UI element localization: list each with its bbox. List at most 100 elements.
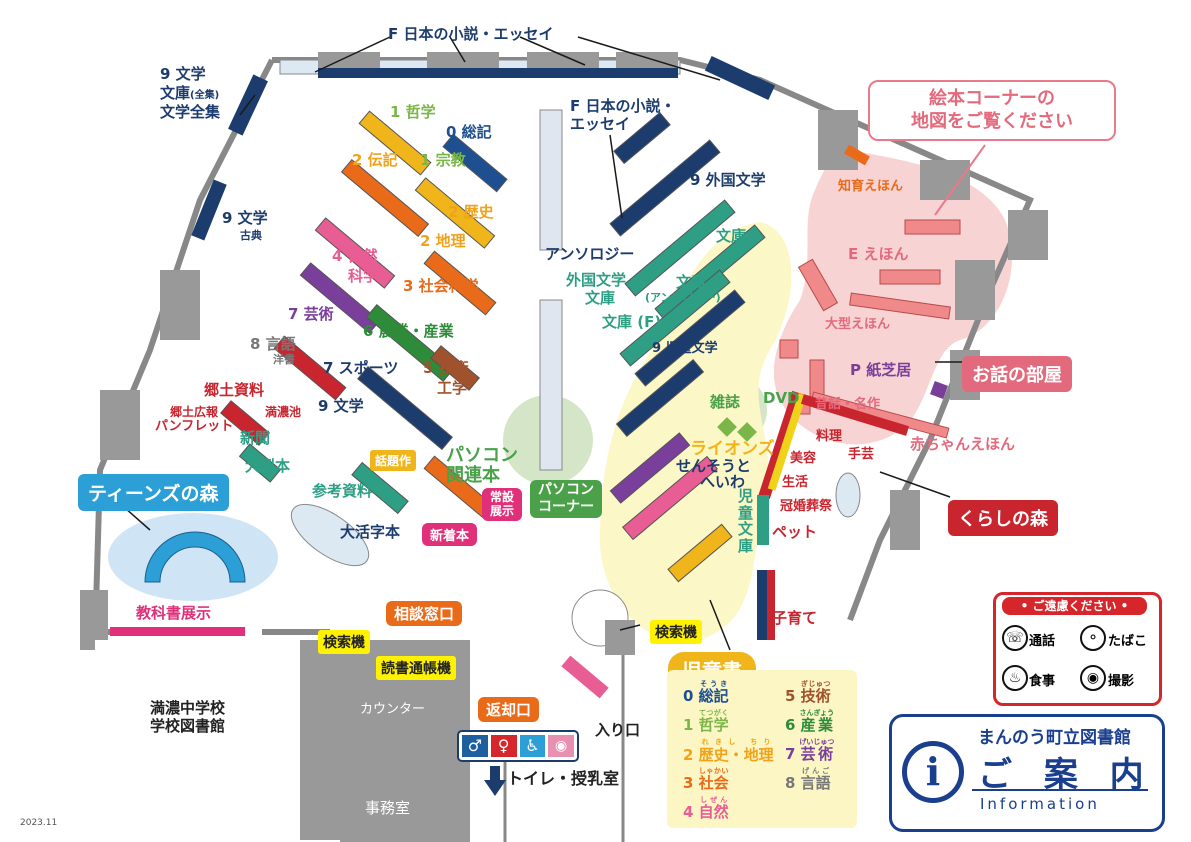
- sofa: [835, 472, 861, 518]
- info-box: i まんのう町立図書館 ご 案 内 Information: [889, 714, 1165, 832]
- passbook-machine[interactable]: 読書通帳機: [376, 656, 456, 680]
- story-room-tag[interactable]: お話の部屋: [962, 356, 1072, 392]
- return-badge[interactable]: 返却口: [478, 697, 540, 722]
- kurashi-wall: [800, 394, 910, 436]
- handicraft-label: 手芸: [848, 447, 875, 462]
- pillar: [160, 270, 200, 340]
- reference-label: 参考資料: [312, 482, 373, 500]
- cat2c-label: 2 地理: [420, 232, 466, 250]
- large-print-label: 大活字本: [340, 523, 401, 541]
- permanent-text-2: 展示: [490, 504, 515, 519]
- legend-item: 4 自然しぜん: [683, 796, 729, 822]
- legend-num: 3: [683, 774, 699, 792]
- pillar: [920, 160, 970, 200]
- legend-label: 社会しゃかい: [698, 767, 729, 792]
- life-label: 生活: [782, 475, 809, 490]
- legend-item: 2 歴史・地理れきし ちり: [683, 738, 774, 765]
- legend-item: 8 言語げんご: [785, 767, 831, 793]
- legend-label: 哲学てつがく: [698, 709, 729, 734]
- magazine-stand: [717, 417, 737, 437]
- kamishibai-stand: [930, 381, 948, 399]
- magazines-label: 雑誌: [710, 393, 741, 411]
- textbook-display: [110, 627, 245, 636]
- pillar: [955, 260, 995, 320]
- legend-num: 2: [683, 746, 699, 764]
- lit-bunko-label: 文庫(全集): [160, 84, 219, 102]
- toilet-label: トイレ・授乳室: [507, 769, 620, 788]
- outer-wall-left: [92, 58, 275, 641]
- war-peace-label: せんそうと: [676, 457, 752, 475]
- shelf-fiction-corner: [704, 55, 776, 101]
- cat5a-label: 5 技術: [423, 359, 469, 377]
- legend-label: 技術ぎじゅつ: [800, 680, 831, 705]
- anthology-label: アンソロジー: [545, 245, 635, 263]
- kurashi-tag[interactable]: くらしの森: [948, 500, 1058, 536]
- legend-ruby: さんぎょう: [799, 709, 835, 717]
- pillar: [890, 490, 920, 550]
- smoking-icon: ⚬: [1080, 625, 1106, 651]
- shelf-center: [539, 109, 563, 251]
- legend-num: 7: [785, 745, 801, 763]
- childcare-label: 子育て: [772, 609, 818, 627]
- childcare-shelf-red: [767, 570, 775, 640]
- shelf-lit-classics: [191, 179, 227, 241]
- pc-corner-badge: パソコンコーナー: [530, 480, 602, 518]
- legend-num: 8: [785, 774, 801, 792]
- date-label: 2023.11: [20, 818, 58, 828]
- cat2b-label: 2 歴史: [448, 203, 494, 221]
- bunko-anthology-sub: (アンソロジー): [645, 291, 721, 304]
- school-label: 満濃中学校: [150, 699, 226, 717]
- ceremony-label: 冠婚葬祭: [780, 499, 833, 514]
- picture-e-label: E えほん: [848, 245, 909, 263]
- cooking-label: 料理: [816, 429, 843, 444]
- down-arrow-icon: [484, 780, 506, 796]
- cat2a-label: 2 伝記: [352, 151, 398, 169]
- search-machine-2[interactable]: 検索機: [650, 620, 702, 644]
- lit-9-label: 9 文学: [160, 65, 206, 83]
- legend-num: 0: [683, 687, 699, 705]
- foreign-9-label: 9 外国文学: [690, 171, 766, 189]
- consult-badge[interactable]: 相談窓口: [386, 601, 463, 626]
- search-machine-1[interactable]: 検索機: [318, 630, 370, 654]
- dvd-label: DVD: [763, 389, 800, 407]
- bunko-anthology-label: 文庫: [676, 273, 707, 291]
- manners-title: • ご遠慮ください •: [1002, 597, 1147, 615]
- legend-item: 5 技術ぎじゅつ: [785, 680, 831, 706]
- lit-classics-label: 9 文学: [222, 209, 268, 227]
- kurashi-shelf-yellow: [767, 393, 807, 491]
- kids-bunko-label: 児童文庫: [738, 487, 754, 555]
- legend-ruby: てつがく: [698, 709, 729, 717]
- manners-item-smoke: たばこ: [1108, 634, 1148, 649]
- teens-tag[interactable]: ティーンズの森: [78, 474, 229, 511]
- manners-item-food: 食事: [1029, 674, 1056, 689]
- cat0-label: 0 総記: [446, 123, 492, 141]
- chiiku-label: 知育えほん: [838, 179, 904, 194]
- cat5b-label: 工学: [437, 379, 468, 397]
- legend-item: 1 哲学てつがく: [683, 709, 729, 735]
- pc-books-label-2: 関連本: [446, 465, 500, 486]
- legend-label: 芸術げいじゅつ: [799, 738, 835, 763]
- library-name: まんのう町立図書館: [978, 728, 1131, 748]
- legend-item: 3 社会しゃかい: [683, 767, 729, 793]
- legend-ruby: しぜん: [698, 796, 729, 804]
- topics-badge: 話題作: [370, 450, 417, 471]
- legend-label: 自然しぜん: [698, 796, 729, 821]
- male-icon: ♂: [462, 735, 488, 757]
- cat8sub-label: 洋書: [273, 353, 295, 366]
- reference-table: [290, 503, 370, 567]
- camera-icon: ◉: [1080, 665, 1106, 691]
- pillar: [100, 390, 140, 460]
- legend-ruby: そうき: [698, 680, 729, 688]
- teens-shelf: [144, 531, 246, 583]
- nursing-icon: ◉: [548, 735, 574, 757]
- cat6-label: 6 農業・産業: [363, 322, 454, 340]
- shelves-left: [220, 110, 508, 521]
- legend-label: 歴史・地理れきし ちり: [698, 738, 774, 764]
- local-label: 郷土資料: [204, 381, 265, 399]
- cat4a-label: 4 自然: [332, 247, 378, 265]
- large-picture-label: 大型えほん: [825, 317, 891, 332]
- pillar: [818, 110, 858, 170]
- info-subtitle: Information: [980, 795, 1100, 813]
- legend-item: 0 総記そうき: [683, 680, 729, 706]
